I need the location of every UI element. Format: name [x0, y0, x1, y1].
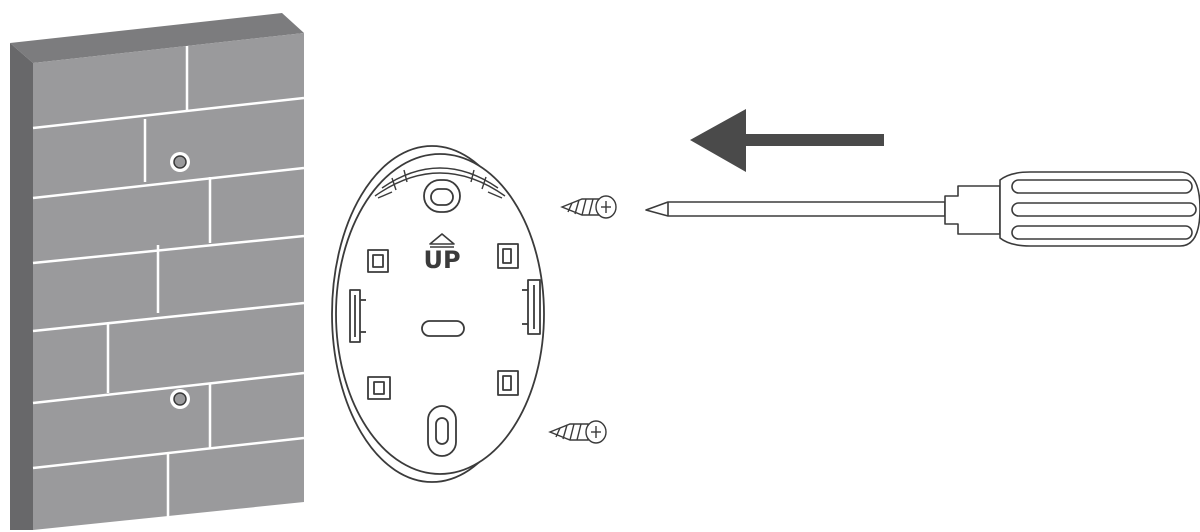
mounting-plate-top-slot: [423, 179, 461, 213]
mounting-plate-clip-lower-right: [497, 370, 519, 396]
mounting-plate: UP: [331, 145, 545, 483]
mounting-plate-bottom-slot: [427, 405, 457, 457]
wall-mortar-lines: [32, 46, 305, 518]
up-arrow-icon: [429, 233, 455, 245]
wall-hole-bottom: [170, 389, 190, 409]
screwdriver: [645, 171, 1200, 247]
screw-bottom: [548, 420, 607, 444]
mounting-plate-top-ribs: [374, 167, 506, 199]
screwdriver-shaft: [645, 201, 946, 217]
mounting-plate-center-slot: [421, 320, 465, 337]
wall-side-face: [10, 43, 33, 530]
up-indicator: UP: [423, 233, 461, 274]
screwdriver-grip-ridges: [1011, 179, 1197, 240]
screw-top: [560, 195, 617, 219]
mounting-plate-face: [335, 153, 545, 475]
brick-wall: [10, 13, 305, 530]
mounting-plate-latch-right: [522, 279, 541, 335]
mounting-plate-clip-upper-right: [497, 243, 519, 269]
mounting-plate-clip-upper-left: [367, 249, 389, 273]
mounting-plate-clip-lower-left: [367, 376, 391, 400]
wall-front-face: [33, 33, 304, 530]
screwdriver-bolster: [944, 185, 1001, 235]
wall-hole-top: [170, 152, 190, 172]
mounting-plate-latch-left: [349, 289, 366, 343]
direction-arrow-icon: [690, 109, 884, 172]
wall-top-face: [10, 13, 304, 63]
up-label: UP: [423, 246, 460, 274]
